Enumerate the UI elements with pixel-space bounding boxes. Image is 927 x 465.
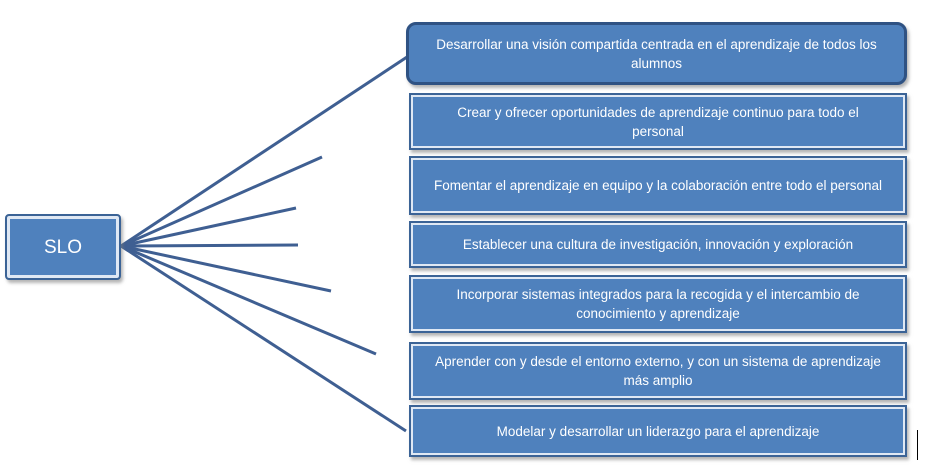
- connector-line: [120, 244, 407, 433]
- item-label: Modelar y desarrollar un liderazgo para …: [496, 423, 820, 439]
- item-label: Establecer una cultura de investigación,…: [462, 237, 854, 252]
- text-cursor: [917, 430, 918, 460]
- item-label: Fomentar el aprendizaje en equipo y la c…: [433, 178, 883, 193]
- item-label: Aprender con y desde el entorno externo,…: [435, 354, 881, 388]
- connector-line: [120, 244, 377, 356]
- connector-line: [120, 206, 297, 248]
- item-label: Incorporar sistemas integrados para la r…: [456, 287, 860, 321]
- item-box-vision[interactable]: Desarrollar una visión compartida centra…: [406, 22, 907, 85]
- connector-line: [120, 244, 332, 293]
- connector-line: [120, 243, 299, 248]
- item-box-inquiry-culture[interactable]: Establecer una cultura de investigación,…: [409, 221, 907, 268]
- item-box-knowledge-systems[interactable]: Incorporar sistemas integrados para la r…: [409, 275, 907, 333]
- item-box-external-environment[interactable]: Aprender con y desde el entorno externo,…: [409, 342, 907, 400]
- item-box-team-learning[interactable]: Fomentar el aprendizaje en equipo y la c…: [409, 156, 907, 215]
- item-label: Desarrollar una visión compartida centra…: [436, 36, 877, 71]
- item-label: Crear y ofrecer oportunidades de aprendi…: [457, 104, 859, 139]
- connector-line: [120, 155, 323, 248]
- connector-line: [120, 55, 408, 248]
- item-box-continuous-learning[interactable]: Crear y ofrecer oportunidades de aprendi…: [409, 93, 907, 150]
- item-box-leadership[interactable]: Modelar y desarrollar un liderazgo para …: [409, 405, 907, 457]
- center-node-label: SLO: [43, 236, 83, 258]
- center-node-slo[interactable]: SLO: [5, 214, 121, 280]
